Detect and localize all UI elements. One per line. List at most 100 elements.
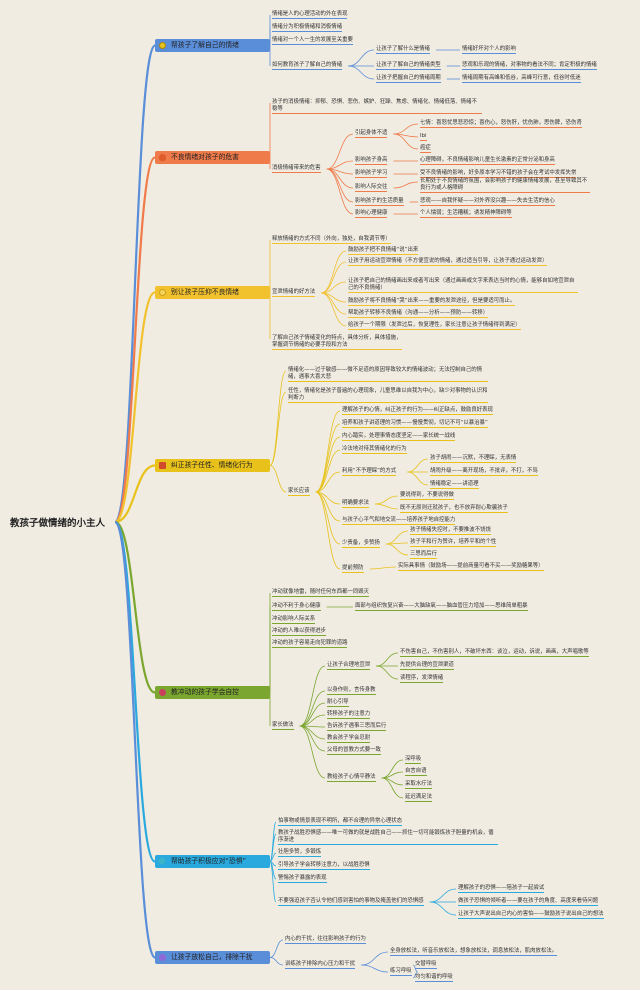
- topic-node[interactable]: 不伤害自己，不伤害别人，不破坏东西：谈泣，运动，诉说，画画，大声唱歌等: [400, 649, 589, 657]
- topic-node[interactable]: 与孩子心平气和地交流——培养孩子地自控能力: [342, 517, 456, 525]
- topic-node[interactable]: 孩子胡闹——沉默，不理睬，无表情: [430, 455, 517, 463]
- topic-node[interactable]: 情绪稳定——讲道理: [430, 481, 479, 489]
- topic-node[interactable]: 内心的干扰，往往影响孩子的行为: [285, 936, 366, 944]
- topic-node[interactable]: 孩子的消极情绪：抑郁、恐惧、悲伤、嫉妒、狂躁、焦虑、情绪化、情绪低落、情绪不稳等: [272, 99, 482, 114]
- topic-node[interactable]: 鼓励孩子把不良情绪“说”出来: [348, 247, 419, 255]
- topic-node[interactable]: 家长做法: [272, 722, 294, 730]
- topic-node[interactable]: 情绪周期有高峰和低谷，高峰可行意，低谷时低迷: [462, 75, 581, 83]
- topic-node[interactable]: 情绪化——过于敏感——微不足道的原因导致较大的情绪波动；无法控制自己的情绪，遇事…: [288, 367, 488, 382]
- topic-node[interactable]: 影响孩子的生活质量: [355, 198, 404, 206]
- topic-node[interactable]: 冲动的孩子容易走向犯罪的道路: [272, 640, 348, 648]
- branch-6[interactable]: 帮助孩子积极应对“恐惧”: [155, 855, 270, 868]
- topic-node[interactable]: 冲动就像地雷，随时任何东西都一同毁灭: [272, 589, 370, 597]
- topic-node[interactable]: 情绪对一个人一生的发展至关重要: [272, 37, 353, 45]
- branch-5[interactable]: 教冲动的孩子学会自控: [155, 686, 270, 699]
- topic-node[interactable]: 交替呼吸: [415, 961, 437, 969]
- topic-node[interactable]: 个人懦弱；生活糟糕；诱发精神障碍等: [420, 210, 512, 218]
- topic-node[interactable]: 以身作则，言传身教: [327, 687, 376, 695]
- topic-node[interactable]: 释放情绪的方式不同（外向，独处，自我调节等）: [272, 236, 391, 244]
- topic-node[interactable]: 转移孩子的注意力: [327, 711, 371, 719]
- topic-node[interactable]: 全身放松法，听音乐放松法，想象放松法，调息放松法，肌肉放松法。: [390, 948, 558, 956]
- topic-node[interactable]: 给孩子一个期限（发泄过后，恢复理性，家长注意让孩子情绪得到满足）: [348, 322, 521, 330]
- topic-node[interactable]: 了解自己孩子情绪变化的特点，具体分析，具体措施，掌握调节情绪的必要手段和方法: [272, 335, 402, 350]
- topic-node[interactable]: 既不无原则迁就孩子，也不放弃耐心欺骗孩子: [400, 505, 508, 513]
- branch-3[interactable]: 别让孩子压抑不良情绪: [155, 286, 270, 299]
- topic-node[interactable]: 让孩子了解什么是情绪: [376, 46, 430, 54]
- topic-node[interactable]: 心理障碍，不良情绪影响儿童生长激素的正常分泌和身高: [420, 157, 555, 165]
- branch-1[interactable]: 帮孩子了解自己的情绪: [155, 39, 270, 52]
- topic-node[interactable]: 理解孩子的恐惧——陪孩子一起尝试: [458, 885, 545, 893]
- topic-node[interactable]: 引导孩子学会转移注意力，以战胜恐惧: [278, 862, 370, 870]
- topic-node[interactable]: 怕事物或情景表现不明所，都不合理的异常心理状态: [278, 818, 402, 826]
- topic-node[interactable]: 训练孩子排除内心压力和干扰: [285, 961, 356, 969]
- topic-node[interactable]: 冲动影响人际关系: [272, 616, 316, 624]
- topic-node[interactable]: 不要强迫孩子否认令他们感到害怕的事物及掩盖他们的恐惧感: [278, 898, 424, 906]
- topic-node[interactable]: 教孩子战胜恐惧感——唯一可做的就是战胜自己——抓住一切可能锻炼孩子胆量的机会，循…: [278, 830, 498, 845]
- topic-node[interactable]: 读程序，发泄情绪: [400, 675, 444, 683]
- topic-node[interactable]: 自言自语: [405, 768, 427, 776]
- topic-node[interactable]: 让孩子合理地宣泄: [327, 662, 371, 670]
- topic-node[interactable]: 父母的冒教方式要一致: [327, 747, 381, 755]
- topic-node[interactable]: 受不良情绪的影响，好多原本学习不错的孩子会在考试中发挥失常: [420, 170, 577, 178]
- topic-node[interactable]: 面部与组织恢复兴奋——大脑缺氧——脑血管压力增加——思维简单粗暴: [355, 603, 528, 611]
- topic-node[interactable]: 理解孩子的心情，纠正孩子的行为——纠正缺点，鼓励良好表现: [342, 407, 493, 415]
- topic-node[interactable]: Ibi: [420, 133, 427, 141]
- topic-node[interactable]: 情绪是人的心理活动的外在表现: [272, 11, 348, 19]
- topic-node[interactable]: 悲观——自我怀疑——对外界没兴趣——失去生活的信心: [420, 198, 555, 206]
- topic-node[interactable]: 让孩子大声说出自己内心的害怕——鼓励孩子说出自己的想法: [458, 911, 604, 919]
- topic-node[interactable]: 练习呼吸: [390, 968, 412, 976]
- topic-node[interactable]: 影响心理健康: [355, 210, 388, 218]
- topic-node[interactable]: 鼓励孩子将不良情绪“哭”出来——重要的发泄途径，但是要适可而止。: [348, 298, 516, 306]
- topic-node[interactable]: 要说得到，不要说得做: [400, 492, 454, 500]
- branch-4[interactable]: 纠正孩子任性、情绪化行为: [155, 459, 270, 472]
- topic-node[interactable]: 教会孩子学会忍耐: [327, 735, 371, 743]
- topic-node[interactable]: 冲动不利于身心健康: [272, 603, 321, 611]
- topic-node[interactable]: 深呼吸: [405, 756, 422, 764]
- branch-2[interactable]: 不良情绪对孩子的危害: [155, 151, 270, 164]
- topic-node[interactable]: 采取水疗法: [405, 781, 432, 789]
- topic-node[interactable]: 让孩子了解自己的情绪类型: [376, 62, 441, 70]
- topic-node[interactable]: 内心踏实，处理事情态度坚定——家长统一战线: [342, 433, 456, 441]
- topic-node[interactable]: 帮助孩子转移不良情绪（沟通——分析——预防——转移）: [348, 310, 489, 318]
- topic-node[interactable]: 胡闹升级——离开现场，不批评，不打，不骂: [430, 468, 538, 476]
- topic-node[interactable]: 孩子平和行为赞许，培养平和的个性: [410, 539, 497, 547]
- topic-node[interactable]: 告诉孩子遇事三思而后行: [327, 723, 387, 731]
- topic-node[interactable]: 影响孩子学习: [355, 170, 388, 178]
- topic-node[interactable]: 让孩子用运动宣泄情绪（不方便宣说的情绪，通过适当引导，让孩子通过运动发泄）: [348, 258, 548, 266]
- topic-node[interactable]: 实际具事情（鼓励场——提前商量可看不买——奖励糖果等）: [398, 563, 544, 571]
- topic-node[interactable]: 均匀和谐的呼吸: [415, 974, 453, 982]
- topic-node[interactable]: 影响人际交往: [355, 184, 388, 192]
- topic-node[interactable]: 消极情绪带来的危害: [272, 165, 321, 173]
- topic-node[interactable]: 少责备，多赞扬: [342, 540, 380, 548]
- topic-node[interactable]: 做孩子恐惧的倾听者——要在孩子的角度、高度来看待问题: [458, 898, 599, 906]
- topic-node[interactable]: 冲动的人难以获得进步: [272, 628, 326, 636]
- topic-node[interactable]: 冷法地对待其情绪化的行为: [342, 446, 407, 454]
- topic-node[interactable]: 让孩子把握自己的情绪周期: [376, 75, 441, 83]
- topic-node[interactable]: 三思而后行: [410, 551, 437, 559]
- topic-node[interactable]: 家长应该: [288, 488, 310, 496]
- topic-node[interactable]: 癌症: [420, 145, 431, 153]
- topic-node[interactable]: 情绪好坏对个人的影响: [462, 46, 516, 54]
- topic-node[interactable]: 利用“不予理睬”的方式: [342, 468, 397, 476]
- topic-node[interactable]: 引起身体不适: [355, 130, 388, 138]
- topic-node[interactable]: 长期处于不良情绪的氛围，会影响孩子的健康情绪发展，甚至导致其不良行为或人格障碍: [420, 178, 590, 193]
- topic-node[interactable]: 先提供合理的宣泄渠道: [400, 662, 454, 670]
- topic-node[interactable]: 耐心引导: [327, 699, 349, 707]
- topic-node[interactable]: 明确要求法: [342, 500, 369, 508]
- topic-node[interactable]: 七情：喜怒忧思悲恐惊；喜伤心，怒伤肝，忧伤肺，思伤脾，恐伤肾: [420, 120, 582, 128]
- topic-node[interactable]: 悲观和乐观的情绪，对事物的看法不同；肯定积极的情绪: [462, 62, 597, 70]
- topic-node[interactable]: 提前预防: [342, 565, 364, 573]
- branch-7[interactable]: 让孩子放松自己，排除干扰: [155, 951, 270, 964]
- topic-node[interactable]: 让孩子把自己的情绪画出来或者写出来（通过画画或文字来表达当时的心情，能够自如地宣…: [348, 278, 578, 293]
- topic-node[interactable]: 教给孩子心情平静法: [327, 774, 376, 782]
- topic-node[interactable]: 任性，情绪化是孩子普遍的心理现象，儿童思维以自我为中心，缺少对事物的认识和判断力: [288, 388, 488, 403]
- topic-node[interactable]: 培养和孩子讲道理的习惯——慢慢贯彻，切记不可“以暴治暴”: [342, 420, 488, 428]
- topic-node[interactable]: 延迟满足法: [405, 794, 432, 802]
- topic-node[interactable]: 如何教育孩子了解自己的情绪: [272, 62, 343, 70]
- topic-node[interactable]: 情绪分为积极情绪和消极情绪: [272, 24, 343, 32]
- topic-node[interactable]: 宣泄情绪的好方法: [272, 289, 316, 297]
- topic-node[interactable]: 警惕孩子暴露的表现: [278, 875, 327, 883]
- topic-node[interactable]: 壮胆多赞，多锻炼: [278, 849, 322, 857]
- topic-node[interactable]: 孩子情绪失控时，不要推波不饶饶: [410, 527, 491, 535]
- topic-node[interactable]: 影响孩子身高: [355, 157, 388, 165]
